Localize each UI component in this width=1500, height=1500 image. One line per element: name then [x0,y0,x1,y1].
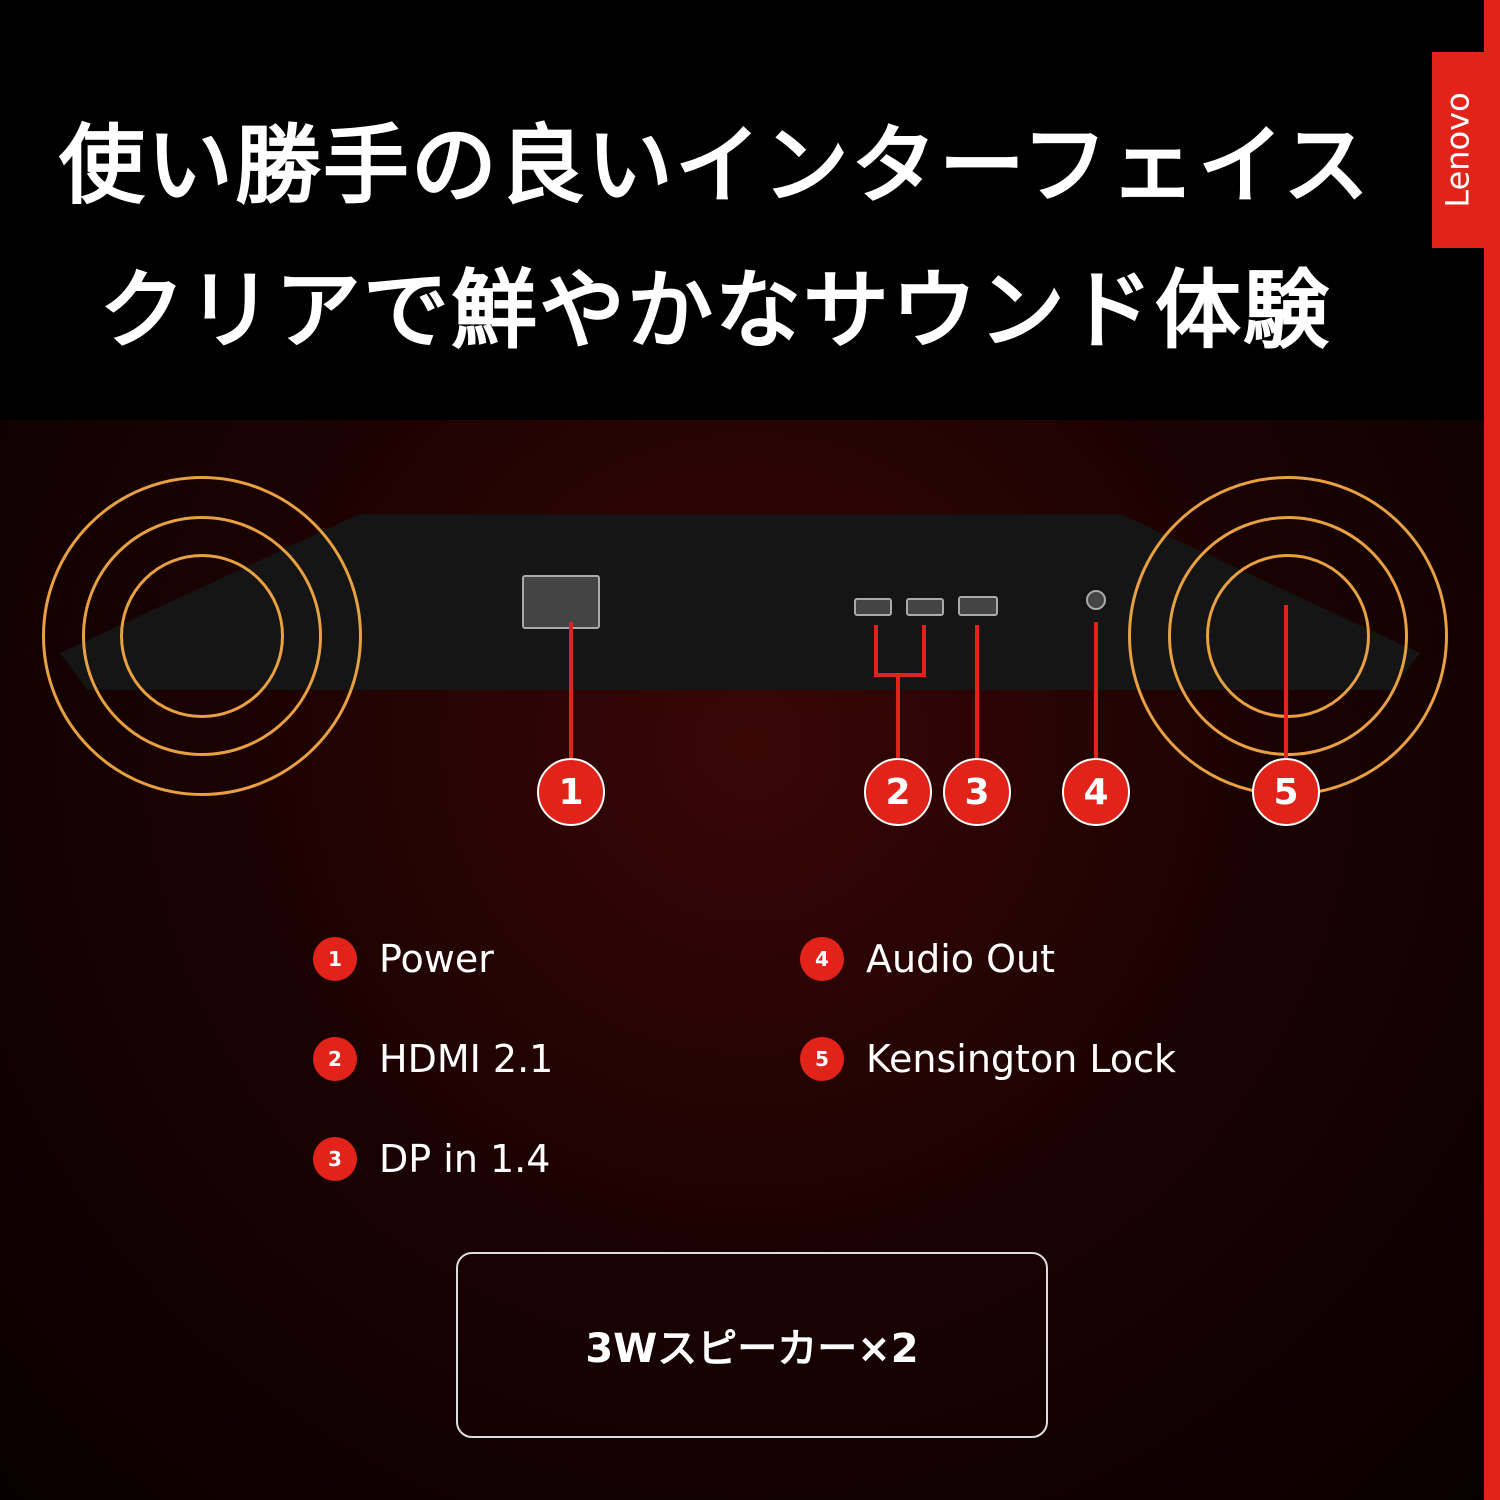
hdmi-port-2 [906,598,944,616]
brand-strip [1484,0,1500,1500]
callout-line-2c [874,673,926,677]
speaker-info-box: 3Wスピーカー×2 [456,1252,1048,1438]
callout-line-4 [1094,622,1098,762]
callout-badge-1: 1 [537,758,605,826]
headline-line2: クリアで鮮やかなサウンド体験 [99,261,1331,361]
speaker-waves-left [120,554,284,718]
callout-line-3 [975,625,979,765]
callout-badge-2: 2 [864,758,932,826]
hdmi-port-1 [854,598,892,616]
power-port [522,575,600,629]
speaker-waves-left [42,476,362,796]
callout-badge-4: 4 [1062,758,1130,826]
callout-badge-3: 3 [943,758,1011,826]
callout-line-5 [1284,605,1288,765]
speaker-waves-left [82,516,322,756]
callout-line-1 [569,622,573,762]
callout-badge-5: 5 [1252,758,1320,826]
lenovo-logo: Lenovo [1432,52,1484,248]
speaker-waves-right [1206,554,1370,718]
dp-port [958,596,998,616]
headline-line1: 使い勝手の良いインターフェイス [58,116,1372,216]
callout-line-2b [922,625,926,675]
audio-port [1086,590,1106,610]
callout-line-2a [874,625,878,675]
callout-line-2d [896,675,900,765]
speaker-waves-right [1168,516,1408,756]
